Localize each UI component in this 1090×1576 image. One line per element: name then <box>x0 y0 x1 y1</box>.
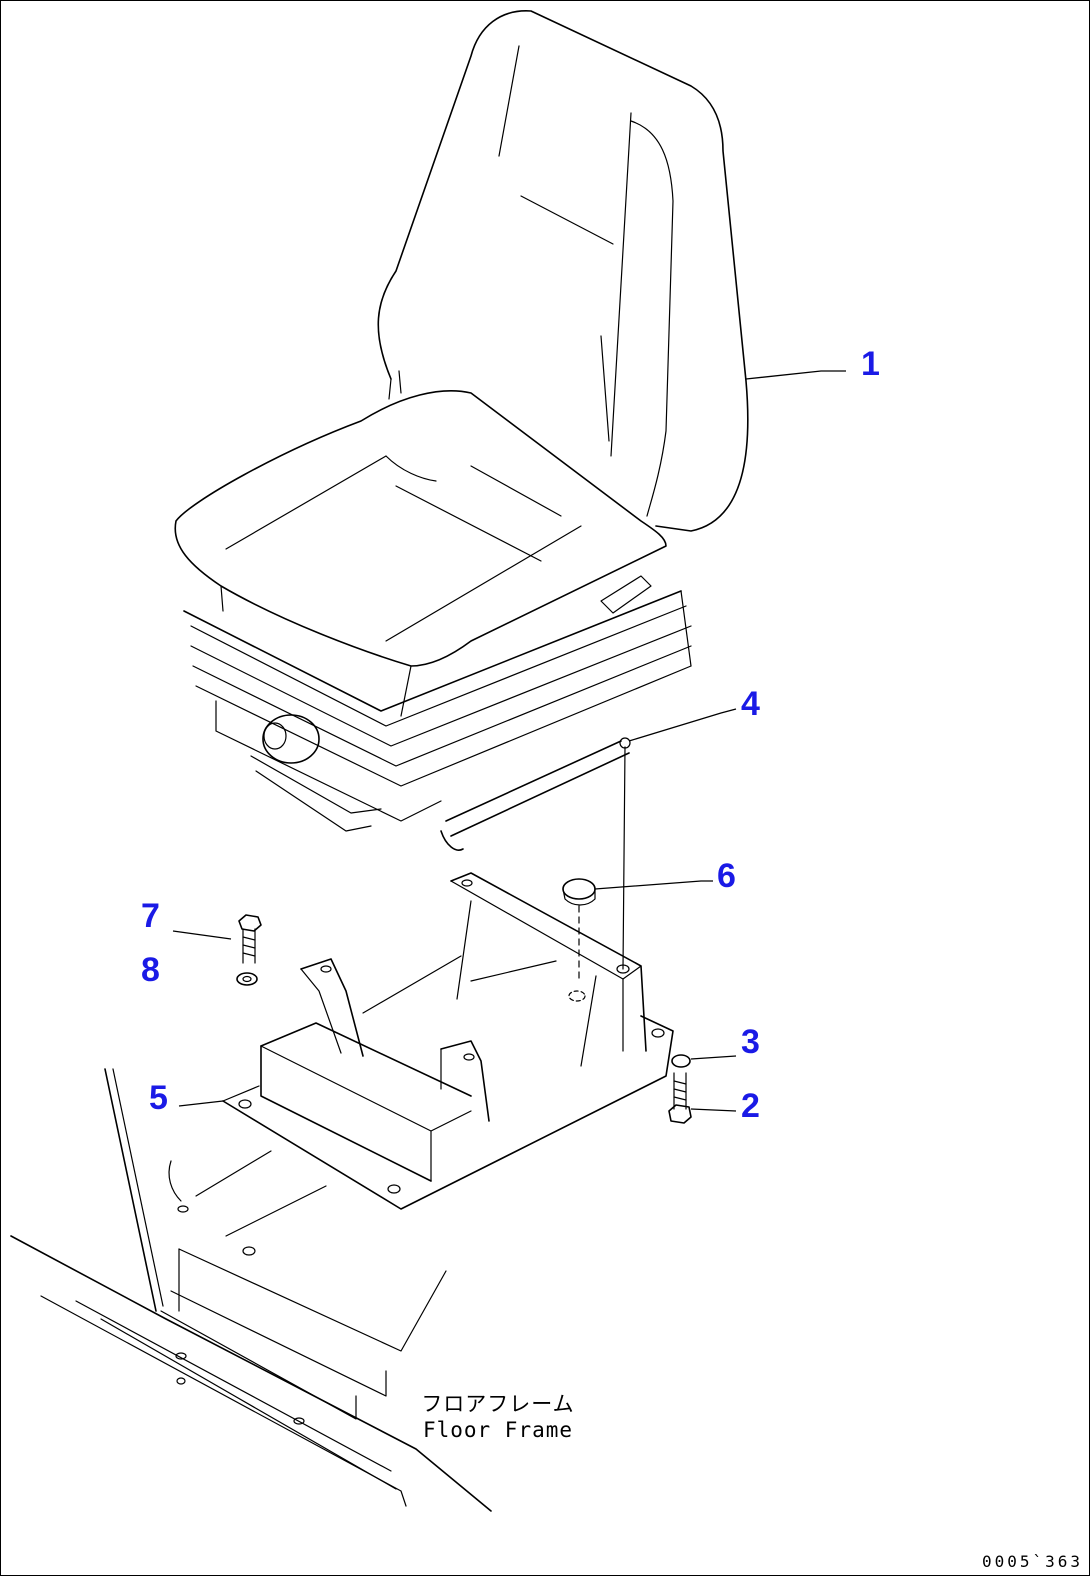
drawing-number: 0005`363 <box>981 1552 1083 1571</box>
callout-4: 4 <box>741 685 760 723</box>
bolt-and-washer <box>236 914 262 986</box>
callout-1: 1 <box>861 345 880 383</box>
floor-frame-label-en: Floor Frame <box>422 1418 574 1443</box>
callout-6: 6 <box>717 857 736 895</box>
cap <box>562 878 596 982</box>
floor-frame-caption: フロアフレーム Floor Frame <box>413 1391 583 1444</box>
callout-2: 2 <box>741 1087 760 1125</box>
bolt-and-washer-right <box>668 1054 692 1124</box>
floor-frame-label-jp: フロアフレーム <box>421 1392 575 1416</box>
callout-5: 5 <box>149 1079 168 1117</box>
callout-8: 8 <box>141 951 160 989</box>
seat-backrest <box>377 10 749 532</box>
floor-frame <box>10 1068 492 1512</box>
seat-bracket <box>222 872 674 1210</box>
callout-7: 7 <box>141 897 160 935</box>
seat-cushion <box>174 390 667 717</box>
callout-3: 3 <box>741 1023 760 1061</box>
slide-rail <box>440 737 631 970</box>
leader-lines <box>172 370 846 1112</box>
seat-suspension <box>183 590 692 832</box>
